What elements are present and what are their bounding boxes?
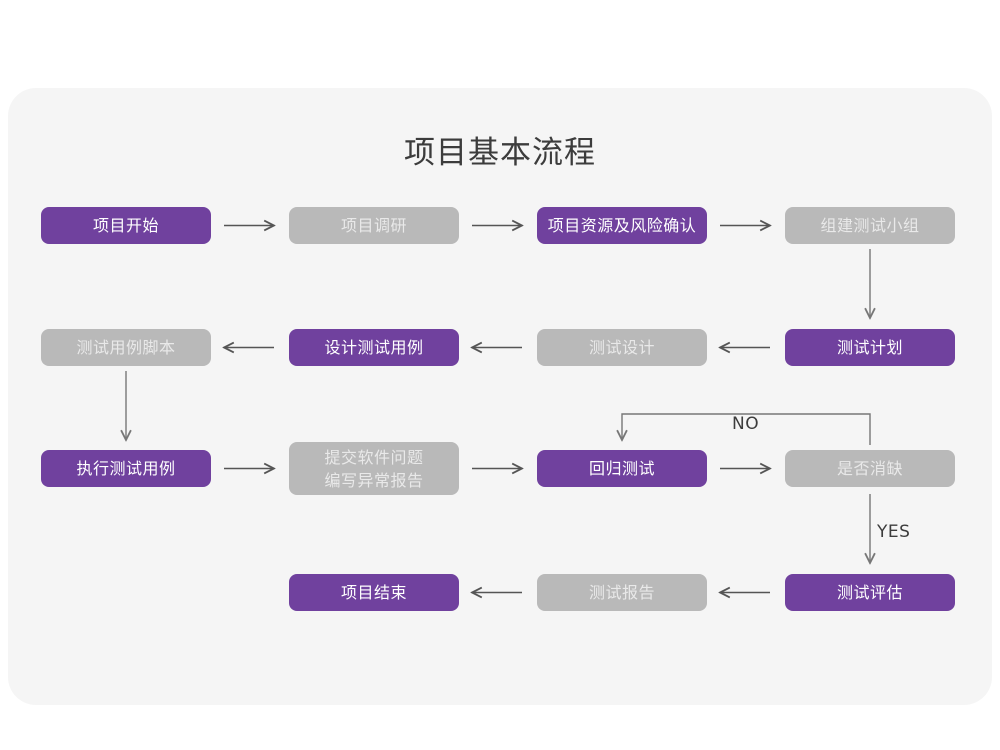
edge-label-no: NO <box>732 414 760 434</box>
node-test-evaluation[interactable]: 测试评估 <box>785 574 955 611</box>
node-test-plan[interactable]: 测试计划 <box>785 329 955 366</box>
page-title: 项目基本流程 <box>404 135 596 171</box>
edge-label-yes: YES <box>877 522 911 542</box>
node-resource-risk-confirm[interactable]: 项目资源及风险确认 <box>537 207 707 244</box>
node-build-test-team[interactable]: 组建测试小组 <box>785 207 955 244</box>
node-regression-test[interactable]: 回归测试 <box>537 450 707 487</box>
node-project-start[interactable]: 项目开始 <box>41 207 211 244</box>
flowchart-panel <box>8 88 992 705</box>
node-test-case-script[interactable]: 测试用例脚本 <box>41 329 211 366</box>
node-submit-issue-report[interactable]: 提交软件问题 编写异常报告 <box>289 442 459 495</box>
node-defect-resolved[interactable]: 是否消缺 <box>785 450 955 487</box>
node-test-report[interactable]: 测试报告 <box>537 574 707 611</box>
node-execute-test-case[interactable]: 执行测试用例 <box>41 450 211 487</box>
node-test-design[interactable]: 测试设计 <box>537 329 707 366</box>
node-design-test-case[interactable]: 设计测试用例 <box>289 329 459 366</box>
node-project-end[interactable]: 项目结束 <box>289 574 459 611</box>
node-project-research[interactable]: 项目调研 <box>289 207 459 244</box>
